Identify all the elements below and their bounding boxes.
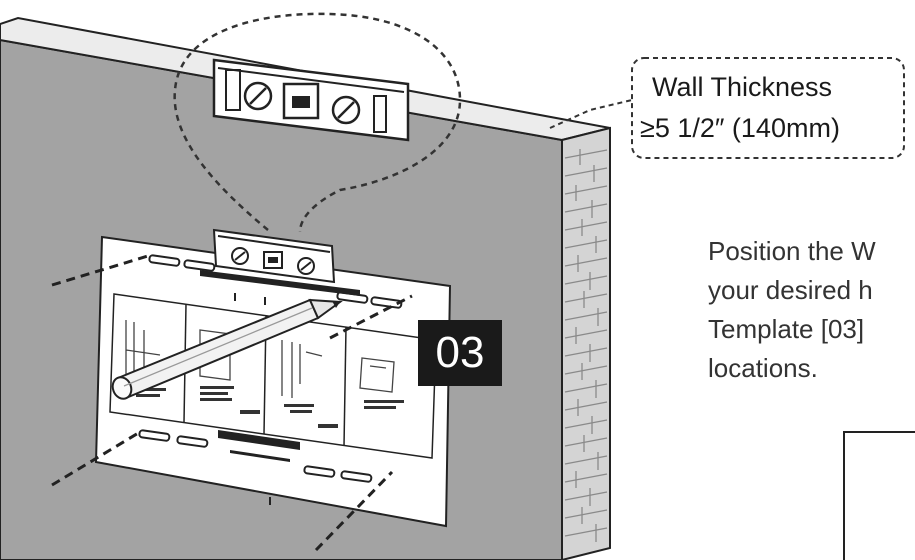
callout-leader-line [549, 99, 633, 129]
bubble-level-icon [212, 58, 410, 142]
drill-guide-lines [51, 254, 413, 552]
template-sheet-icon [94, 235, 452, 528]
pencil-icon [111, 298, 343, 400]
instruction-line: Position the W [708, 236, 876, 266]
instruction-line: locations. [708, 353, 818, 383]
bubble-level-icon [212, 228, 336, 284]
instruction-text: Position the W your desired h Template [… [708, 232, 915, 388]
callout-box [631, 57, 905, 159]
instruction-line: Template [03] [708, 314, 865, 344]
step-badge: 03 [418, 320, 502, 386]
wall-thickness-label: Wall Thickness [652, 72, 833, 102]
brick-wall-side [561, 126, 611, 560]
next-step-frame [843, 431, 915, 560]
instruction-line: your desired h [708, 275, 873, 305]
wall-thickness-value: ≥5 1/2″ (140mm) [640, 113, 840, 143]
